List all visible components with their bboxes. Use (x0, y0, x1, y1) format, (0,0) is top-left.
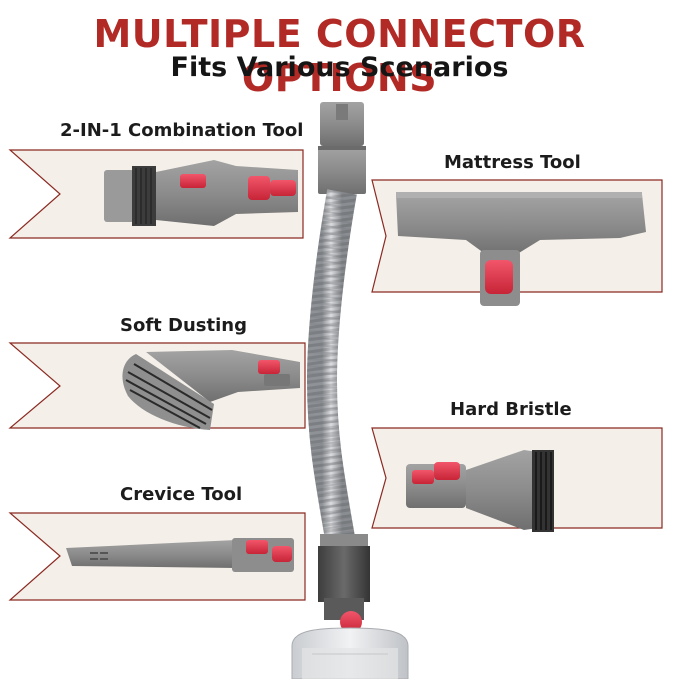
extension-hose-icon (306, 189, 357, 541)
label-combination-tool: 2-IN-1 Combination Tool (60, 120, 304, 141)
page-subtitle: Fits Various Scenarios (170, 52, 509, 83)
page-title: MULTIPLE CONNECTOR OPTIONS (93, 12, 586, 100)
mattress-tool-icon (396, 192, 646, 306)
soft-dusting-brush-icon (122, 350, 300, 430)
hard-bristle-brush-icon (406, 450, 554, 532)
connector-icon (318, 102, 366, 194)
label-crevice-tool: Crevice Tool (120, 484, 243, 505)
label-hard-bristle: Hard Bristle (450, 399, 572, 420)
crevice-tool-icon (66, 538, 294, 572)
label-mattress-tool: Mattress Tool (444, 152, 581, 173)
label-soft-dusting: Soft Dusting (120, 315, 247, 336)
combination-tool-icon (104, 160, 298, 226)
vacuum-bin-icon (291, 627, 409, 679)
bottom-connector-icon (318, 534, 370, 633)
